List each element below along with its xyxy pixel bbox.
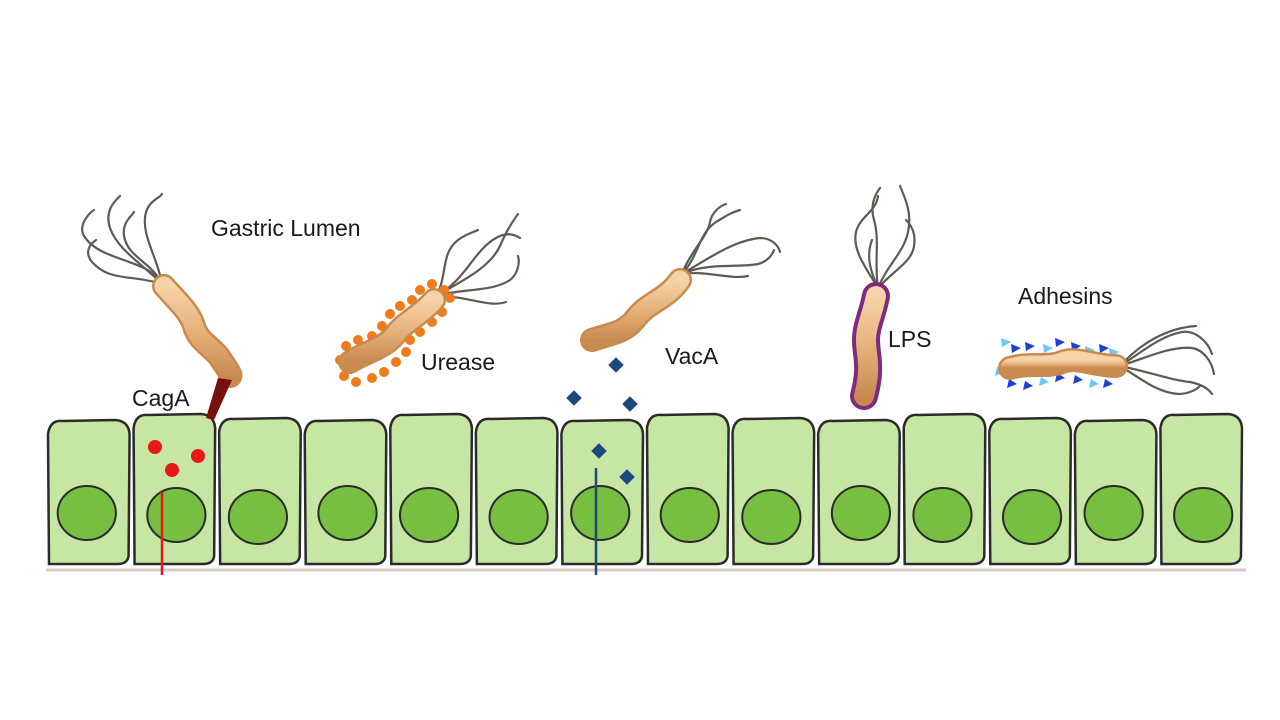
nucleus bbox=[317, 485, 378, 541]
adhesin-marker bbox=[1089, 379, 1099, 388]
vaca-diamond bbox=[622, 396, 638, 412]
nucleus bbox=[912, 487, 973, 543]
urease-dot bbox=[385, 309, 395, 319]
label-lps: LPS bbox=[888, 326, 931, 352]
flagella bbox=[1118, 324, 1216, 396]
urease-dot bbox=[377, 321, 387, 331]
flagella bbox=[434, 212, 522, 305]
adhesin-marker bbox=[1039, 377, 1049, 386]
adhesin-marker bbox=[1007, 379, 1017, 388]
urease-dot bbox=[339, 371, 349, 381]
adhesin-marker bbox=[1043, 344, 1053, 353]
bacterium-adhesins bbox=[995, 324, 1216, 396]
vaca-diamond bbox=[566, 390, 582, 406]
epithelium bbox=[46, 412, 1246, 572]
nucleus bbox=[1173, 487, 1234, 543]
label-urease: Urease bbox=[421, 349, 495, 375]
adhesin-marker bbox=[1011, 344, 1021, 353]
urease-dot bbox=[341, 341, 351, 351]
urease-dot bbox=[415, 285, 425, 295]
caga-injector bbox=[206, 378, 232, 420]
caga-effect bbox=[148, 440, 205, 575]
urease-dot bbox=[353, 335, 363, 345]
adhesin-markers bbox=[995, 338, 1119, 390]
caga-dot bbox=[191, 449, 205, 463]
label-caga: CagA bbox=[132, 385, 190, 411]
nucleus bbox=[741, 489, 802, 545]
adhesin-marker bbox=[1103, 379, 1113, 388]
urease-dot bbox=[445, 293, 455, 303]
nucleus bbox=[659, 487, 720, 543]
urease-dot bbox=[401, 347, 411, 357]
urease-dot bbox=[427, 279, 437, 289]
bacterium-lps bbox=[850, 184, 916, 410]
nucleus bbox=[146, 487, 207, 543]
caga-dot bbox=[148, 440, 162, 454]
nucleus bbox=[56, 485, 117, 541]
urease-dot bbox=[395, 301, 405, 311]
adhesin-marker bbox=[1055, 338, 1065, 347]
adhesin-marker bbox=[1001, 338, 1011, 347]
urease-dots bbox=[335, 279, 455, 387]
adhesin-marker bbox=[1023, 381, 1033, 390]
vaca-diamond bbox=[608, 357, 624, 373]
bacterium-urease bbox=[335, 212, 522, 387]
nucleus bbox=[398, 487, 460, 543]
caga-dot bbox=[165, 463, 179, 477]
flagella bbox=[854, 184, 916, 290]
flagella bbox=[680, 202, 782, 278]
nucleus bbox=[227, 489, 289, 545]
label-vaca: VacA bbox=[665, 343, 719, 369]
bacterium-caga bbox=[81, 192, 243, 420]
nucleus bbox=[570, 485, 631, 541]
urease-dot bbox=[391, 357, 401, 367]
adhesin-marker bbox=[1099, 344, 1109, 353]
nucleus bbox=[488, 489, 549, 545]
urease-dot bbox=[367, 373, 377, 383]
label-gastric-lumen: Gastric Lumen bbox=[211, 215, 361, 241]
urease-dot bbox=[351, 377, 361, 387]
flagella bbox=[81, 192, 164, 286]
urease-dot bbox=[379, 367, 389, 377]
nucleus bbox=[830, 485, 892, 541]
adhesin-marker bbox=[1073, 375, 1083, 384]
nucleus bbox=[1083, 485, 1144, 541]
label-adhesins: Adhesins bbox=[1018, 283, 1113, 309]
nucleus bbox=[1001, 489, 1063, 545]
bacterium-vaca bbox=[580, 202, 782, 352]
cell-body bbox=[854, 286, 886, 406]
epithelial-cells bbox=[46, 412, 1244, 566]
adhesin-marker bbox=[1025, 342, 1035, 351]
